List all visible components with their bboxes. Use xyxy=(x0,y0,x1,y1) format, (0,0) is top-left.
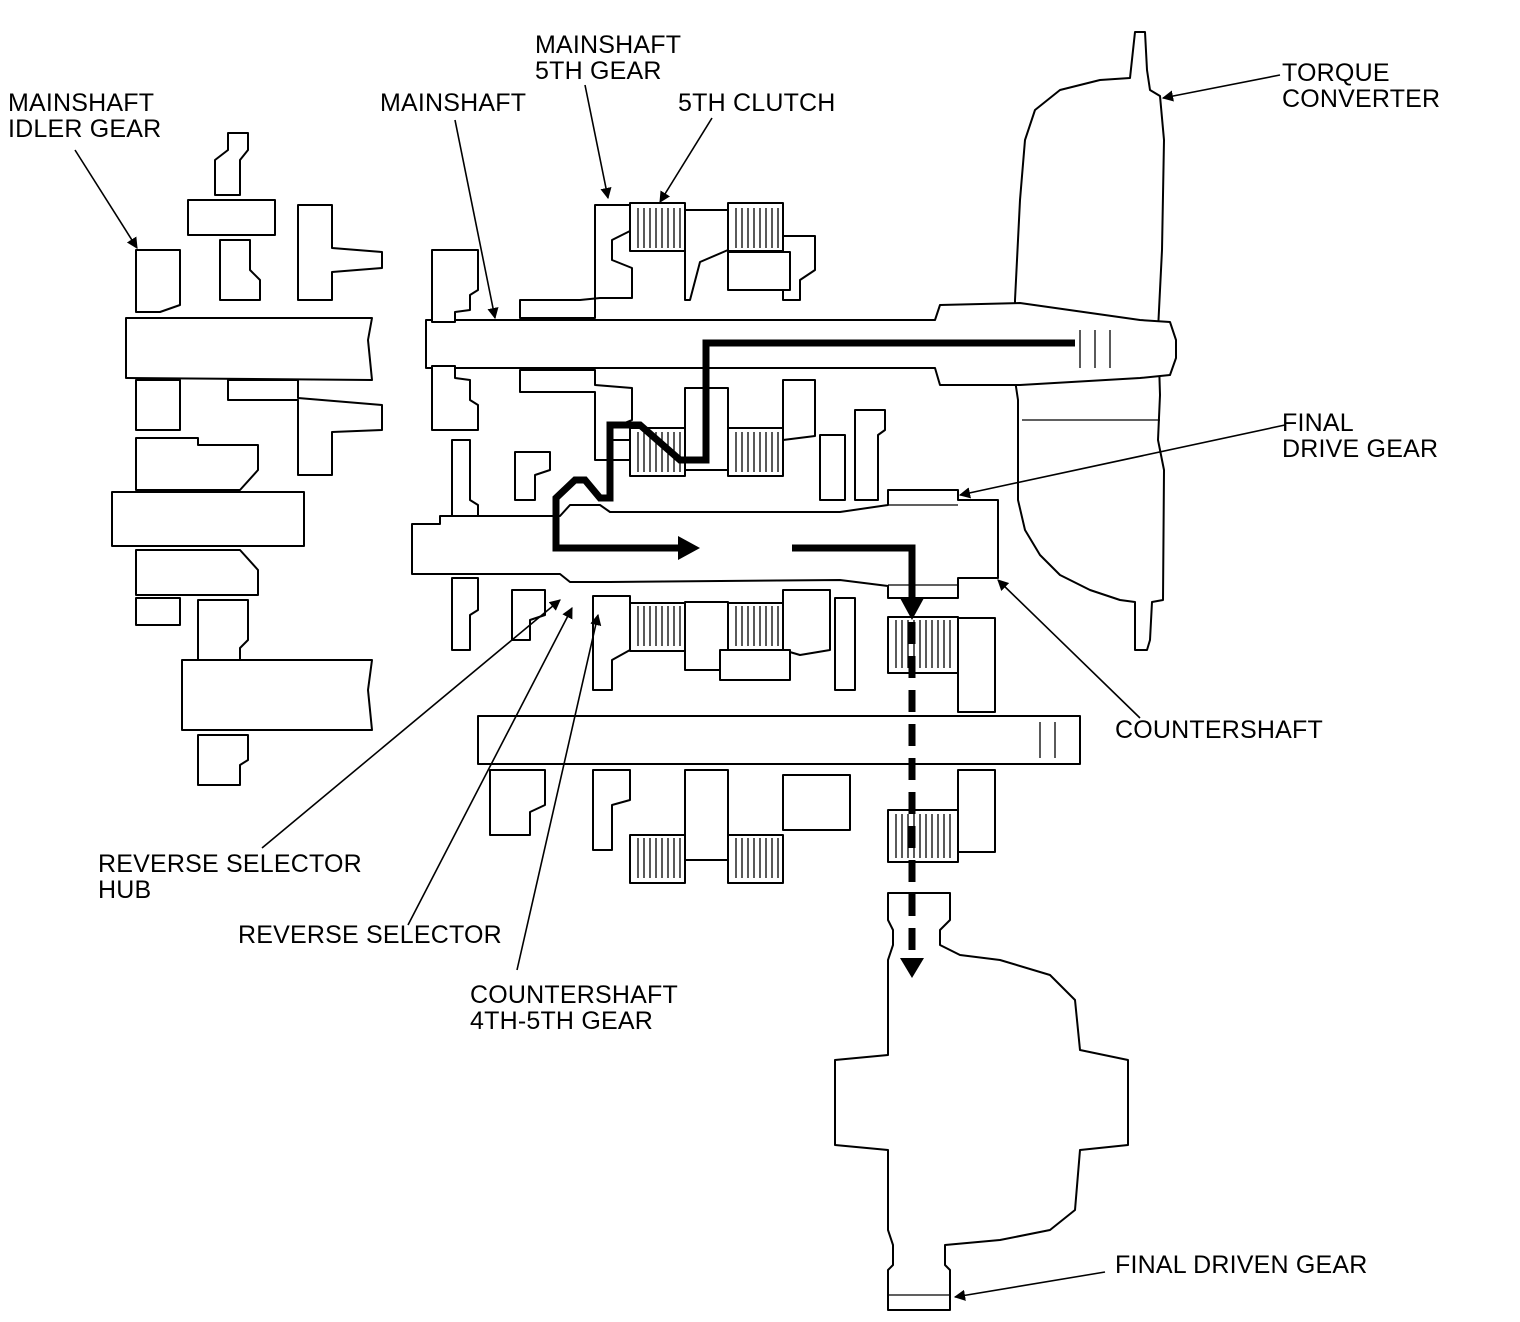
countershaft-lower-gears xyxy=(451,577,996,713)
label-final-drive-gear: FINAL DRIVE GEAR xyxy=(1282,410,1438,462)
label-line: CONVERTER xyxy=(1282,85,1441,113)
label-line: REVERSE SELECTOR xyxy=(98,850,362,878)
label-torque-converter: TORQUE CONVERTER xyxy=(1282,60,1440,112)
label-line: 5TH GEAR xyxy=(535,57,662,85)
mainshaft-gears xyxy=(431,202,816,477)
intermediate-gears xyxy=(451,409,886,521)
power-flow-arrowhead-3 xyxy=(900,958,924,978)
label-5th-clutch: 5TH CLUTCH xyxy=(678,90,836,116)
power-flow-arrowhead-2 xyxy=(900,598,924,620)
label-mainshaft-idler-gear: MAINSHAFT IDLER GEAR xyxy=(8,90,161,142)
label-line: 5TH CLUTCH xyxy=(678,89,836,117)
idler-shaft-assembly xyxy=(111,132,383,786)
final-driven-gear xyxy=(834,892,1129,1311)
label-reverse-selector: REVERSE SELECTOR xyxy=(238,922,502,948)
label-line: IDLER GEAR xyxy=(8,115,162,143)
countershaft-lower-clutch-plates xyxy=(637,606,951,668)
clutch-plates xyxy=(637,208,779,472)
label-line: FINAL xyxy=(1282,409,1354,437)
label-final-driven-gear: FINAL DRIVEN GEAR xyxy=(1115,1252,1368,1278)
label-line: 4TH-5TH GEAR xyxy=(470,1007,653,1035)
label-line: MAINSHAFT xyxy=(8,89,155,117)
label-line: FINAL DRIVEN GEAR xyxy=(1115,1251,1368,1279)
label-line: DRIVE GEAR xyxy=(1282,435,1439,463)
power-flow-arrowhead-1 xyxy=(678,536,700,560)
label-line: MAINSHAFT xyxy=(380,89,527,117)
secondary-shaft xyxy=(477,715,1081,884)
label-mainshaft-5th-gear: MAINSHAFT 5TH GEAR xyxy=(535,32,681,84)
label-countershaft-4th-5th-gear: COUNTERSHAFT 4TH-5TH GEAR xyxy=(470,982,678,1034)
label-line: TORQUE xyxy=(1282,59,1390,87)
label-line: COUNTERSHAFT xyxy=(470,981,678,1009)
label-countershaft: COUNTERSHAFT xyxy=(1115,717,1323,743)
power-flow-path xyxy=(552,339,1075,978)
label-line: REVERSE SELECTOR xyxy=(238,921,502,949)
label-line: COUNTERSHAFT xyxy=(1115,716,1323,744)
leader-lines xyxy=(74,74,1286,1301)
label-line: HUB xyxy=(98,876,152,904)
label-line: MAINSHAFT xyxy=(535,31,682,59)
label-mainshaft: MAINSHAFT xyxy=(380,90,526,116)
secondary-clutch-plates xyxy=(637,814,951,878)
label-reverse-selector-hub: REVERSE SELECTOR HUB xyxy=(98,851,362,903)
